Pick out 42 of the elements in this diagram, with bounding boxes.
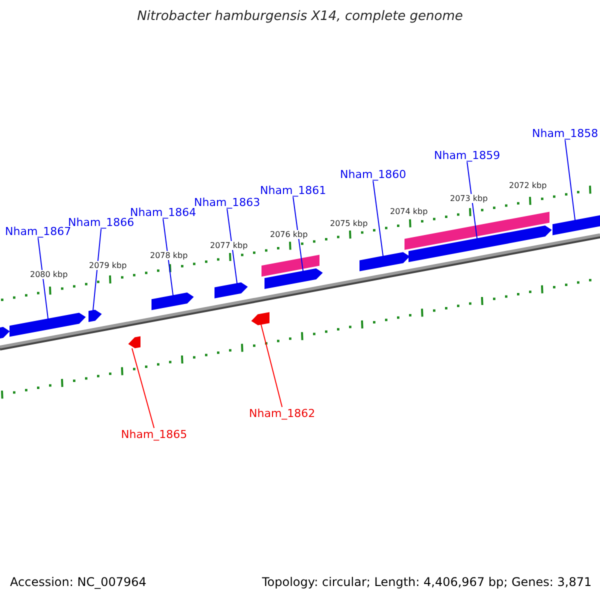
gene-block — [264, 268, 323, 290]
leader-line — [38, 238, 49, 320]
gene-block — [408, 226, 552, 262]
gene-label: Nham_1860 — [340, 168, 406, 181]
leader-line — [226, 208, 238, 284]
gene-block — [214, 282, 248, 298]
scale-label: 2074 kbp — [390, 207, 428, 216]
gene-label: Nham_1865 — [121, 428, 188, 441]
scale-label: 2077 kbp — [210, 241, 248, 250]
gene-label: Nham_1859 — [434, 149, 500, 162]
footer-text: Topology: circular; Length: 4,406,967 bp; Genes: 3,871 — [262, 575, 592, 589]
leader-line — [260, 324, 283, 408]
leader-line — [372, 180, 384, 257]
leader-line — [564, 140, 576, 221]
footer-text: Accession: NC_007964 — [10, 575, 146, 589]
gene-block — [552, 215, 600, 236]
gene-label: Nham_1858 — [532, 127, 598, 140]
gene-block — [128, 336, 140, 348]
leader-line — [92, 228, 102, 312]
gene-label: Nham_1861 — [260, 184, 326, 197]
leader-line — [292, 196, 304, 272]
gene-block — [10, 312, 86, 337]
scale-label: 2078 kbp — [150, 251, 188, 260]
scale-label: 2080 kbp — [30, 270, 68, 279]
scale-label: 2076 kbp — [270, 230, 308, 239]
leader-line — [132, 348, 155, 428]
gene-label: Nham_1864 — [130, 206, 196, 219]
gene-label: Nham_1862 — [249, 407, 316, 420]
leader-line — [162, 218, 174, 296]
scale-label: 2075 kbp — [330, 219, 368, 228]
gene-block — [0, 326, 10, 340]
scale-label: 2073 kbp — [450, 194, 488, 203]
gene-block — [360, 252, 410, 272]
scale-label: 2079 kbp — [89, 261, 127, 270]
gene-block — [152, 292, 194, 310]
gene-block — [251, 312, 270, 326]
title: Nitrobacter hamburgensis X14, complete genome — [136, 9, 464, 24]
gene-block — [262, 254, 320, 277]
scale-label: 2072 kbp — [509, 181, 547, 190]
gene-block — [88, 310, 102, 322]
gene-label: Nham_1863 — [194, 196, 260, 209]
leader-line — [466, 162, 478, 240]
